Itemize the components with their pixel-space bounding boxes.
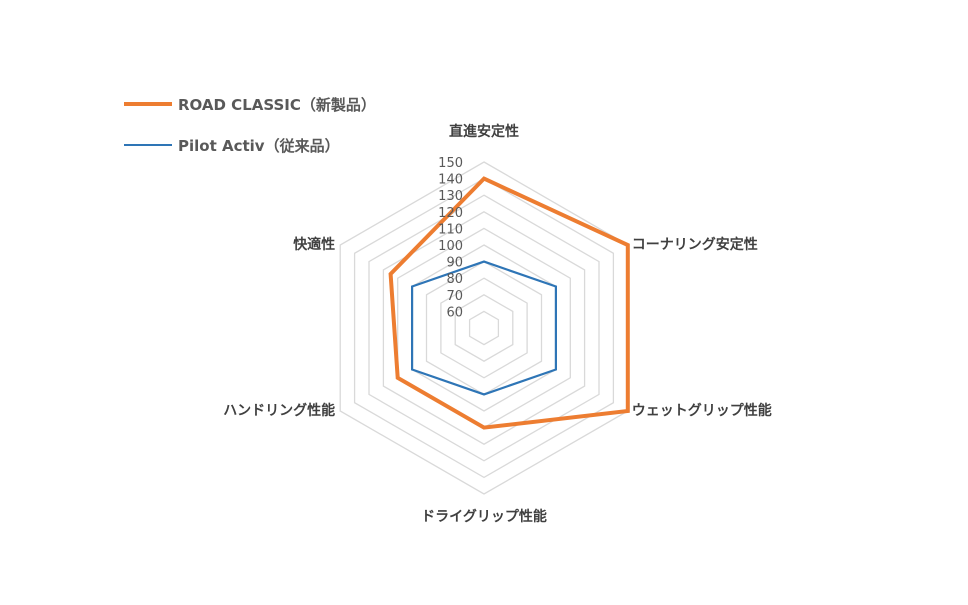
series-1-point-0 — [483, 261, 485, 263]
series-1-point-2 — [555, 369, 557, 370]
tick-label-70: 70 — [446, 289, 463, 304]
legend-label-pilot-activ: Pilot Activ（従来品） — [178, 136, 340, 155]
tick-label-100: 100 — [438, 239, 463, 254]
category-label-2: ウェットグリップ性能 — [632, 402, 772, 419]
series-0-point-4 — [397, 377, 399, 379]
series-0-point-3 — [483, 427, 485, 429]
legend: ROAD CLASSIC（新製品） Pilot Activ（従来品） — [124, 92, 376, 174]
category-label-3: ドライグリップ性能 — [421, 508, 547, 525]
category-label-4: ハンドリング性能 — [223, 402, 335, 419]
series-0-point-0 — [483, 178, 485, 180]
series-0-point-1 — [627, 244, 629, 246]
tick-label-110: 110 — [438, 222, 463, 237]
grid-ring-80 — [440, 277, 528, 379]
legend-item-road-classic: ROAD CLASSIC（新製品） — [124, 92, 376, 116]
tick-label-150: 150 — [438, 156, 463, 171]
series-0-point-2 — [627, 410, 629, 412]
grid-ring-100 — [411, 244, 557, 412]
radar-series — [388, 176, 630, 430]
series-0-point-5 — [390, 273, 392, 275]
series-1-point-3 — [483, 393, 485, 395]
series-1-point-5 — [411, 286, 413, 287]
series-1-point-1 — [555, 286, 557, 287]
legend-item-pilot-activ: Pilot Activ（従来品） — [124, 133, 376, 157]
tick-label-130: 130 — [438, 189, 463, 204]
grid-ring-120 — [382, 211, 586, 445]
tick-label-120: 120 — [438, 206, 463, 221]
grid-ring-70 — [454, 294, 514, 362]
legend-label-road-classic: ROAD CLASSIC（新製品） — [178, 95, 376, 114]
radar-grid — [339, 161, 629, 495]
grid-ring-60 — [468, 310, 500, 346]
category-label-5: 快適性 — [293, 236, 335, 253]
tick-label-90: 90 — [446, 256, 463, 271]
category-label-1: コーナリング安定性 — [632, 236, 758, 253]
series-1-line — [411, 260, 558, 396]
grid-ring-110 — [397, 227, 571, 429]
legend-swatch-pilot-activ — [124, 144, 172, 146]
tick-label-80: 80 — [446, 272, 463, 287]
tick-label-140: 140 — [438, 173, 463, 188]
grid-ring-130 — [368, 194, 600, 462]
series-1-point-4 — [411, 369, 413, 370]
legend-swatch-road-classic — [124, 102, 172, 106]
grid-ring-90 — [425, 260, 543, 396]
category-label-0: 直進安定性 — [449, 123, 519, 140]
tick-label-60: 60 — [446, 305, 463, 320]
grid-ring-140 — [353, 177, 615, 479]
